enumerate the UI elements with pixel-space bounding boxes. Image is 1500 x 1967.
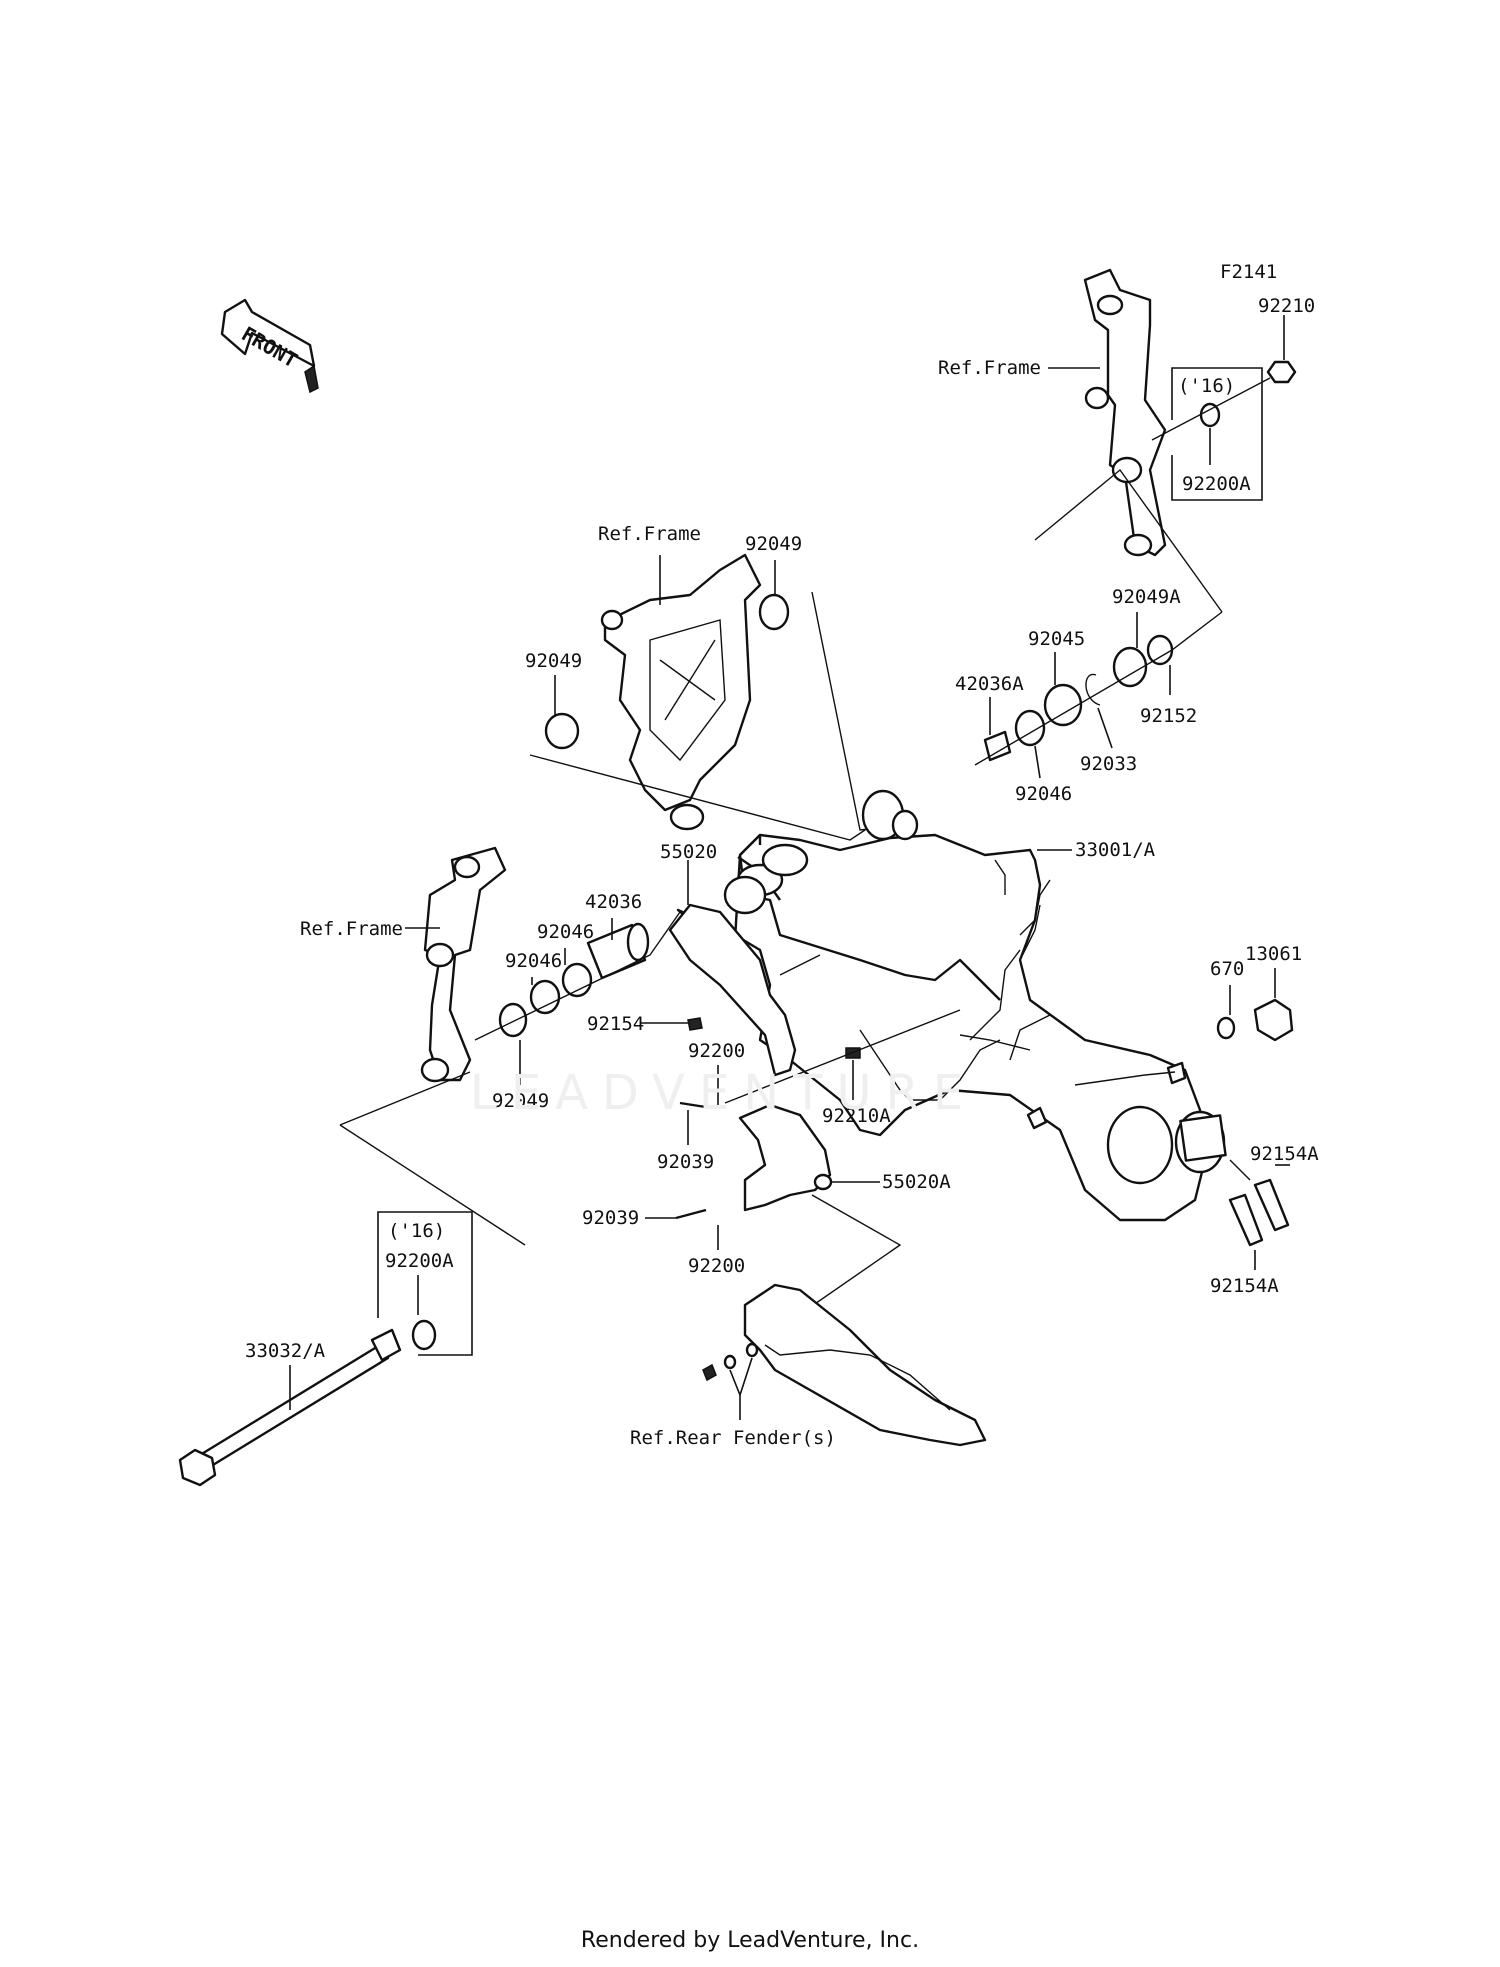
sleeve-42036-end — [626, 922, 650, 962]
seal-92049-left-part — [544, 712, 580, 750]
nut-92210-part — [1266, 360, 1297, 384]
ref-frame-mid-label: Ref.Frame — [598, 523, 701, 545]
mid-frame-bracket-part — [600, 553, 762, 831]
swingarm-part — [676, 789, 1227, 1222]
part-55020-label: 55020 — [660, 841, 717, 863]
bolt-92154A-b-part — [1228, 1193, 1264, 1247]
rear-fender-part — [743, 1283, 987, 1447]
part-92210A-label: 92210A — [822, 1105, 891, 1127]
washer-92200A-low-part — [411, 1319, 437, 1351]
axis-line-left — [474, 911, 681, 1041]
part-92154A-low-label: 92154A — [1210, 1275, 1279, 1297]
part-92154-label: 92154 — [587, 1013, 644, 1035]
part-42036A-label: 42036A — [955, 673, 1024, 695]
circlip-92033-part — [1085, 673, 1101, 706]
bearing-92045-part — [1043, 683, 1083, 727]
part-92039-low-label: 92039 — [582, 1207, 639, 1229]
part-13061-label: 13061 — [1245, 943, 1302, 965]
part-670-label: 670 — [1210, 958, 1244, 980]
diagram-id: F2141 — [1220, 261, 1277, 283]
part-92200A-top-label: 92200A — [1182, 473, 1251, 495]
rear-fender-ridge — [764, 1344, 951, 1411]
part-92049-low-label: 92049 — [492, 1090, 549, 1112]
part-92046-right-label: 92046 — [1015, 783, 1072, 805]
part-92039-top-label: 92039 — [657, 1151, 714, 1173]
axis-line-guard — [724, 1009, 961, 1104]
axis-line-mid-a — [529, 754, 866, 841]
axis-line-left-b — [339, 1071, 471, 1126]
part-92033-label: 92033 — [1080, 753, 1137, 775]
ref-rear-fender-label: Ref.Rear Fender(s) — [630, 1427, 836, 1449]
watermark: LEADVENTURE — [470, 1065, 978, 1121]
year16-top-label: ('16) — [1178, 375, 1235, 397]
ref-frame-left-label: Ref.Frame — [300, 918, 403, 940]
axis-line-92154A — [1229, 1159, 1251, 1181]
axle-33032A-part — [178, 1328, 402, 1487]
oring-670-part — [1216, 1016, 1236, 1040]
lower-left-link-part — [420, 846, 507, 1083]
bolt-92154A-a-part — [1253, 1178, 1290, 1232]
ref-frame-top-label: Ref.Frame — [938, 357, 1041, 379]
axis-line-left-c — [339, 1124, 526, 1246]
bearing-92046-b-part — [561, 962, 593, 998]
front-arrow-icon: FRONT — [220, 298, 319, 394]
bracket-55020A-hole — [813, 1173, 833, 1191]
part-92154A-top-label: 92154A — [1250, 1143, 1319, 1165]
axis-line-top — [1151, 377, 1271, 441]
year16-low-label: ('16) — [388, 1220, 445, 1242]
axis-line-mid-b — [811, 591, 881, 831]
part-92046-b-label: 92046 — [537, 921, 594, 943]
part-92049-top-label: 92049 — [745, 533, 802, 555]
part-92200A-low-label: 92200A — [385, 1250, 454, 1272]
part-33001A-label: 33001/A — [1075, 839, 1156, 861]
sleeve-42036A-part — [983, 730, 1012, 762]
part-92210-label: 92210 — [1258, 295, 1315, 317]
footer-credit: Rendered by LeadVenture, Inc. — [580, 1928, 920, 1953]
bracket-55020A-part — [738, 1103, 832, 1212]
part-92049-left-label: 92049 — [525, 650, 582, 672]
axis-line-upper — [1034, 468, 1223, 613]
bolt-92154-part — [687, 1017, 703, 1031]
part-92152-label: 92152 — [1140, 705, 1197, 727]
bracket-16-top — [1171, 367, 1263, 501]
collar-92152-part — [1146, 634, 1174, 666]
pin-92039-low-part — [675, 1208, 707, 1220]
chain-guard-55020-part — [668, 903, 797, 1077]
leader-92046-right — [1034, 745, 1041, 779]
part-92200-low-label: 92200 — [688, 1255, 745, 1277]
upper-link-part — [1083, 268, 1167, 557]
fender-washer-a-part — [723, 1354, 737, 1370]
seal-92049-top-part — [758, 593, 790, 631]
chain-guard-tab — [779, 954, 821, 976]
part-33032A-label: 33032/A — [245, 1340, 326, 1362]
cap-13061-part — [1253, 998, 1294, 1042]
seal-92049-low-part — [498, 1002, 528, 1038]
bracket-16-low — [377, 1211, 473, 1356]
fender-washer-b-part — [745, 1342, 759, 1358]
seal-92049A-part — [1112, 646, 1148, 688]
part-42036-label: 42036 — [585, 891, 642, 913]
part-92046-a-label: 92046 — [505, 950, 562, 972]
part-92200-top-label: 92200 — [688, 1040, 745, 1062]
washer-92200A-top-part — [1199, 402, 1221, 428]
axis-line-right-stack — [974, 611, 1223, 766]
fender-bolt-part — [702, 1363, 717, 1382]
part-92049A-label: 92049A — [1112, 586, 1181, 608]
leader-92033 — [1097, 707, 1113, 749]
bearing-92046-right-part — [1014, 709, 1046, 747]
bearing-92046-a-part — [529, 979, 561, 1015]
part-55020A-label: 55020A — [882, 1171, 951, 1193]
pin-92039-top-part — [679, 1101, 713, 1110]
part-92045-label: 92045 — [1028, 628, 1085, 650]
